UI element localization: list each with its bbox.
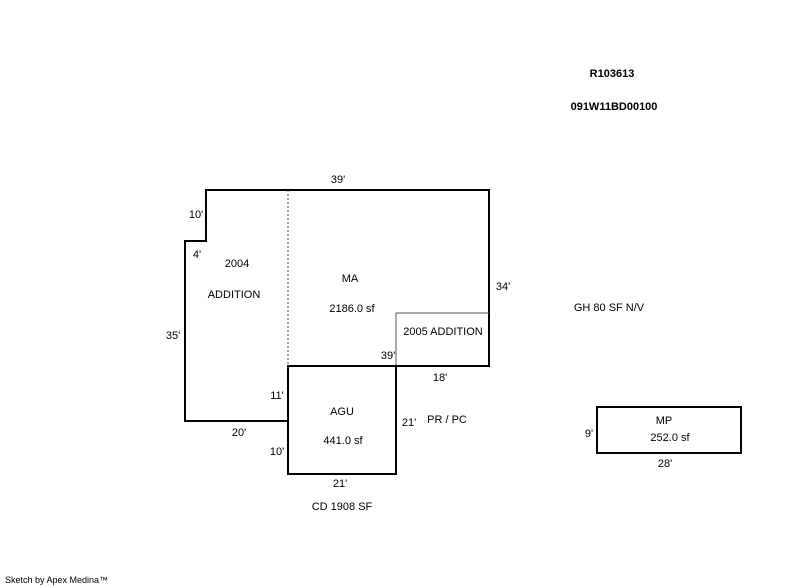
mp-label: MP — [656, 415, 673, 427]
parcel-id: R103613 — [590, 68, 635, 80]
dim-top-width: 39' — [331, 174, 345, 186]
mp-area: 252.0 sf — [650, 432, 690, 444]
addition-2005-label: 2005 ADDITION — [403, 326, 483, 338]
map-number: 091W11BD00100 — [571, 101, 658, 113]
dim-agu-left-upper: 11' — [270, 390, 284, 402]
dim-agu-right: 21' — [402, 417, 416, 429]
mp-outline — [596, 406, 742, 454]
dim-mp-width: 28' — [658, 458, 672, 470]
agu-outline — [287, 365, 397, 475]
pr-pc-note: PR / PC — [427, 414, 467, 426]
dim-left-height: 35' — [166, 330, 180, 342]
addition-2005-outline — [395, 312, 489, 366]
dim-agu-bottom: 21' — [333, 478, 347, 490]
cd-note: CD 1908 SF — [312, 501, 373, 513]
dim-lower-right: 18' — [433, 372, 447, 384]
dim-mp-height: 9' — [585, 428, 593, 440]
dim-agu-left-lower: 10' — [270, 446, 284, 458]
sketch-credit: Sketch by Apex Medina™ — [5, 575, 108, 585]
main-building-outline — [184, 189, 490, 422]
addition-2004-label: ADDITION — [208, 289, 261, 301]
dim-bottom-left: 20' — [232, 427, 246, 439]
agu-area: 441.0 sf — [323, 435, 363, 447]
ma-label: MA — [342, 273, 359, 285]
dim-ma-inner-bottom: 39' — [381, 350, 395, 362]
dim-left-notch: 4' — [193, 249, 201, 261]
dim-right-height: 34' — [496, 281, 510, 293]
gh-note: GH 80 SF N/V — [574, 302, 645, 314]
addition-2004-year: 2004 — [225, 258, 249, 270]
agu-label: AGU — [330, 406, 354, 418]
dim-upper-left-step: 10' — [189, 209, 203, 221]
ma-area: 2186.0 sf — [329, 303, 375, 315]
